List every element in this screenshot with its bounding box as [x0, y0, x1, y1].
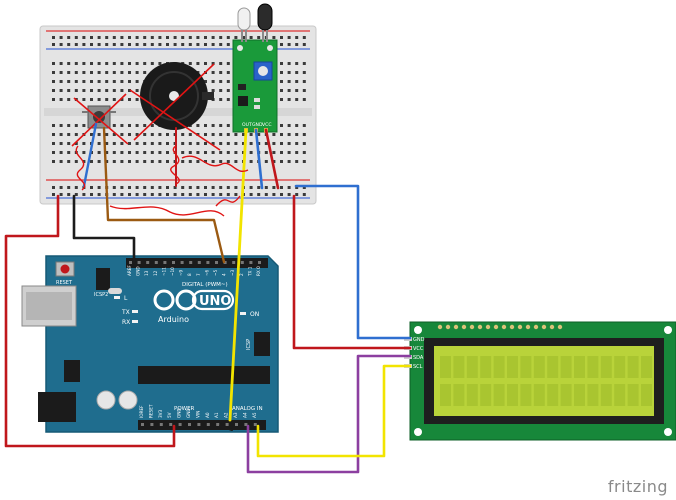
svg-text:ICSP2: ICSP2: [94, 292, 108, 298]
ir-led-emitter: [237, 7, 251, 42]
icsp-header: ICSP: [246, 332, 270, 356]
lcd-character-cells: [440, 356, 652, 406]
lcd-pin-label: SCL: [413, 364, 423, 370]
power-analog-pin-label: A4: [242, 412, 247, 418]
board-leds: L TX RX ON: [114, 295, 259, 326]
power-analog-pin-label: A1: [214, 412, 219, 418]
power-analog-pin-label: A0: [205, 412, 210, 418]
wire-blue-lcd-gnd: [294, 184, 412, 340]
lcd-pin-label: GND: [413, 337, 425, 343]
power-analog-pin-label: GND: [186, 408, 191, 418]
breadboard-holes: [52, 36, 306, 196]
power-analog-pin-label: 5V: [167, 412, 172, 418]
wire-black-gnd: [72, 194, 136, 264]
digital-pin-label: ~3: [230, 269, 235, 276]
power-analog-pin-label: A5: [252, 412, 257, 418]
digital-pin-label: ~11: [161, 267, 166, 276]
power-analog-pin-label: A3: [233, 412, 238, 418]
digital-pin-label: AREF: [127, 265, 132, 276]
power-jack: [38, 392, 76, 422]
digital-pin-label: ~10: [170, 267, 175, 276]
svg-text:L: L: [124, 295, 128, 302]
svg-text:ANALOG IN: ANALOG IN: [232, 406, 263, 412]
atmega-chip: [138, 366, 270, 384]
digital-pin-label: ~5: [213, 269, 218, 276]
wire-blue-button: [82, 122, 98, 188]
svg-text:ON: ON: [250, 311, 259, 318]
digital-pin-label: 2: [239, 273, 244, 276]
reset-label: RESET: [56, 280, 73, 286]
digital-pin-label: RX 0: [256, 266, 261, 276]
digital-pin-label: TX 1: [247, 266, 252, 277]
power-analog-pin-label: GND: [177, 408, 182, 418]
power-analog-header: IOREF RESET 3V3 5V GND GND VIN A0 A1 A2 A3 A4 A5 POW…: [138, 404, 266, 430]
lcd-1602-i2c: GND VCC SDA SCL: [404, 321, 676, 441]
wire-red-ir-vcc: [264, 128, 280, 190]
power-analog-pin-label: A2: [224, 412, 229, 418]
digital-pin-label: 13: [144, 270, 149, 276]
ir-led-receiver: [257, 3, 273, 42]
digital-pin-label: 4: [222, 273, 227, 276]
digital-pin-label: GND: [136, 266, 141, 276]
svg-text:ICSP: ICSP: [246, 339, 252, 350]
wire-brown-button: [102, 126, 226, 264]
icsp2-header: ICSP2: [94, 268, 110, 298]
hand-scribbles: [75, 145, 249, 217]
fritzing-watermark: fritzing: [607, 477, 668, 496]
svg-text:RX: RX: [122, 319, 130, 326]
digital-pin-label: 12: [153, 270, 158, 276]
wire-purple-sda: [246, 354, 412, 474]
model-label: UNO: [199, 294, 232, 309]
digital-pin-label: 7: [196, 273, 201, 276]
digital-pin-label: 8: [187, 273, 192, 276]
arduino-uno-board: RESET ICSP2 L TX RX ON UNO Arduino: [21, 255, 279, 433]
wire-red-lcd-vcc: [292, 194, 412, 350]
power-analog-pin-label: IOREF: [139, 405, 144, 418]
wire-red-5v: [4, 194, 176, 448]
lcd-pin-label: VCC: [413, 346, 424, 352]
svg-text:DIGITAL (PWM~): DIGITAL (PWM~): [182, 282, 228, 288]
power-analog-pin-label: 3V3: [158, 409, 163, 418]
ir-pin-label: GND: [252, 122, 263, 128]
wire-yellow-scl: [256, 364, 412, 458]
svg-text:TX: TX: [121, 309, 130, 316]
svg-text:POWER: POWER: [174, 406, 195, 412]
lcd-top-pins: [437, 324, 563, 330]
wires: [4, 122, 412, 474]
wire-yellow-ir-out: [228, 128, 248, 422]
digital-pin-label: ~6: [204, 269, 209, 276]
ir-pin-label: VCC: [262, 122, 272, 128]
ir-pin-label: OUT: [242, 122, 252, 128]
brand-label: Arduino: [158, 315, 189, 324]
pushbutton: [82, 105, 116, 129]
wire-blue-ir-gnd: [254, 128, 264, 190]
lcd-pin-label: SDA: [413, 355, 424, 361]
arduino-logo: UNO Arduino: [153, 289, 235, 324]
digital-pin-label: ~9: [179, 269, 184, 276]
power-analog-pin-label: RESET: [148, 404, 153, 418]
power-analog-pin-label: VIN: [195, 411, 200, 418]
crossed-out-marks: [71, 63, 221, 151]
